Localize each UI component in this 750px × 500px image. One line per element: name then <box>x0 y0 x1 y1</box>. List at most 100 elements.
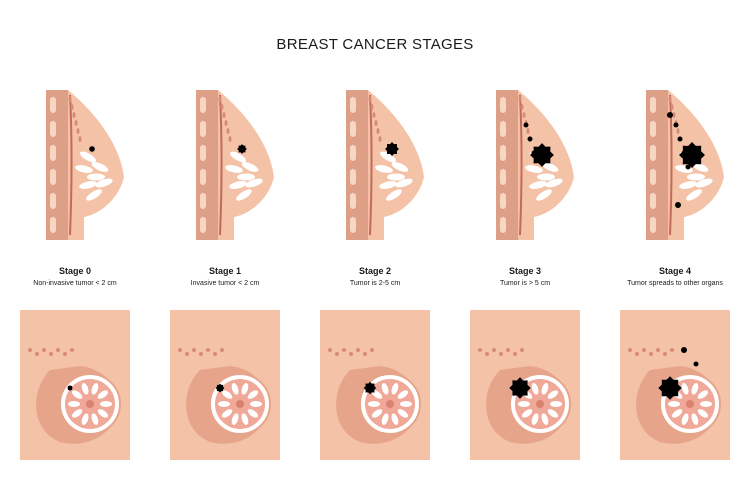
lobule <box>531 383 539 395</box>
lymph-node-spot <box>527 136 533 142</box>
tumor <box>67 385 73 391</box>
lobule <box>245 178 263 188</box>
rib <box>500 217 506 233</box>
lobule <box>550 401 562 407</box>
lobule <box>250 401 262 407</box>
duct-segment <box>76 128 80 134</box>
stage-title: Stage 3 <box>508 266 541 276</box>
lymph-vessel-node <box>635 352 639 356</box>
lobule <box>71 409 83 418</box>
lymph-node-spot <box>673 122 679 128</box>
duct-segment <box>518 96 522 102</box>
lobule <box>391 413 399 425</box>
pectoral-line <box>369 94 373 236</box>
lobule <box>71 390 83 399</box>
metastasis-spot <box>675 202 681 208</box>
duct-segment <box>70 104 74 110</box>
lobule <box>687 173 705 181</box>
duct-segment <box>670 104 674 110</box>
lobule <box>86 189 102 201</box>
lobule <box>381 413 389 425</box>
duct-segment <box>218 96 222 102</box>
lobule <box>247 390 259 399</box>
lobule <box>68 401 80 407</box>
lymph-vessel-node <box>342 348 346 352</box>
metastasis-spot <box>681 347 687 353</box>
duct-segment <box>222 112 226 118</box>
stage-description: Non-invasive tumor < 2 cm <box>33 280 117 287</box>
lymph-vessel-node <box>499 352 503 356</box>
chest-wall <box>196 90 218 240</box>
lymph-vessel-node <box>492 348 496 352</box>
lymph-vessel-node <box>192 348 196 352</box>
lobule <box>541 383 549 395</box>
front-view-stage-4 <box>620 310 730 460</box>
lobule <box>400 401 412 407</box>
front-view-stage-3 <box>470 310 580 460</box>
rib <box>500 145 506 161</box>
rib <box>50 217 56 233</box>
side-view-stage-0 <box>46 90 124 240</box>
lobule <box>697 390 709 399</box>
rib <box>650 193 656 209</box>
lobule <box>697 409 709 418</box>
lobule <box>91 383 99 395</box>
lobule <box>525 165 543 173</box>
lymph-vessel-node <box>63 352 67 356</box>
lobule <box>397 409 409 418</box>
lymph-vessel-node <box>206 348 210 352</box>
stage-description: Tumor is 2-5 cm <box>349 280 401 287</box>
lymph-vessel-node <box>35 352 39 356</box>
stage-description: Tumor spreads to other organs <box>627 280 723 287</box>
duct-segment <box>368 96 372 102</box>
lobule <box>81 413 89 425</box>
stage-column-1: Stage 1 Invasive tumor < 2 cm <box>150 0 300 500</box>
lobule <box>95 178 113 188</box>
lobule <box>547 390 559 399</box>
lobule <box>221 409 233 418</box>
lobule <box>371 409 383 418</box>
stage-description: Invasive tumor < 2 cm <box>190 280 260 287</box>
side-view-stage-4 <box>646 90 724 240</box>
stage-column-3: Stage 3 Tumor is > 5 cm <box>450 0 600 500</box>
lobule <box>381 383 389 395</box>
duct-segment <box>522 112 526 118</box>
chest-wall <box>46 90 68 240</box>
lobule <box>379 181 397 189</box>
side-view-stage-2 <box>346 90 424 240</box>
lobule <box>97 390 109 399</box>
lobule <box>218 401 230 407</box>
lobule <box>671 409 683 418</box>
lobule <box>681 383 689 395</box>
duct-segment <box>372 112 376 118</box>
duct-segment <box>378 136 382 142</box>
lymph-vessel-node <box>649 352 653 356</box>
lobule <box>87 173 105 181</box>
lymph-vessel-node <box>506 348 510 352</box>
rib <box>500 97 506 113</box>
tumor <box>679 142 705 168</box>
tumor <box>88 145 96 153</box>
lobule <box>691 162 709 172</box>
lobule <box>231 413 239 425</box>
nipple <box>686 400 694 408</box>
lobule <box>391 383 399 395</box>
rib <box>50 121 56 137</box>
lobule <box>547 409 559 418</box>
rib <box>350 193 356 209</box>
lobule <box>397 390 409 399</box>
rib <box>200 169 206 185</box>
stage-title: Stage 1 <box>208 266 241 276</box>
nipple <box>86 400 94 408</box>
duct-segment <box>672 112 676 118</box>
lymph-node-spot <box>531 150 537 156</box>
lobule <box>700 401 712 407</box>
lobule <box>686 189 702 201</box>
nipple <box>386 400 394 408</box>
lobule <box>380 151 396 163</box>
tumor <box>237 144 247 154</box>
rib <box>50 193 56 209</box>
lymph-vessel-node <box>356 348 360 352</box>
lobule <box>221 390 233 399</box>
lobule <box>537 173 555 181</box>
